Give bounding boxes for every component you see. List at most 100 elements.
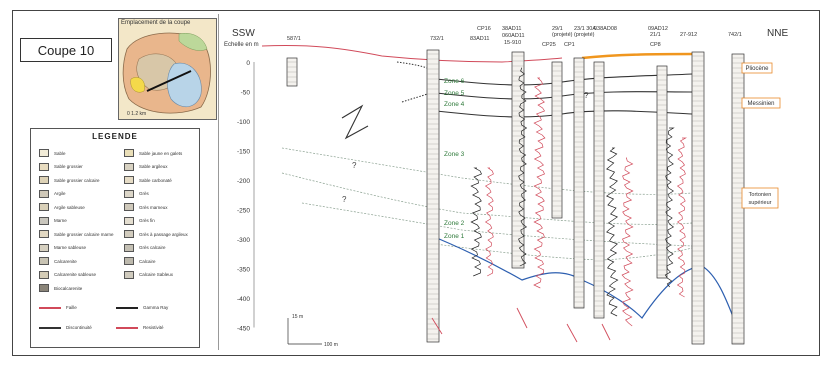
stage-label: Tortonien — [749, 192, 772, 198]
depth-tick-label: -100 — [237, 119, 250, 126]
legend-swatch — [39, 284, 49, 292]
zone-label: Zone 3 — [444, 151, 465, 158]
depth-tick-label: -400 — [237, 296, 250, 303]
vertical-scale-label: 15 m — [292, 314, 303, 320]
legend-item: Sable argileux — [124, 163, 168, 171]
zone-label: Zone 5 — [444, 90, 465, 97]
uncertain-mark: ? — [342, 195, 347, 204]
well-label: CP8 — [650, 42, 661, 48]
map-title: Emplacement de la coupe — [121, 20, 190, 26]
legend-symbol: Faille — [39, 305, 77, 310]
depth-tick-label: -200 — [237, 178, 250, 185]
legend-swatch — [39, 203, 49, 211]
legend-item-label: Sable — [54, 151, 66, 156]
legend-item: Grès à passage argileux — [124, 230, 188, 238]
well-label: 732/1 — [430, 36, 444, 42]
legend-swatch — [39, 149, 49, 157]
legend-item-label: Sable grossier calcaire — [54, 178, 100, 183]
legend-item-label: Sable carbonaté — [139, 178, 172, 183]
well-column — [574, 58, 584, 308]
resistivity-log — [486, 168, 494, 276]
legend-symbol: Gamma Ray — [116, 305, 168, 310]
well-column — [692, 52, 704, 344]
depth-tick-label: -300 — [237, 237, 250, 244]
nne-label: NNE — [767, 28, 788, 39]
legend-item: Grès marneux — [124, 203, 168, 211]
legend-swatch — [39, 163, 49, 171]
uncertain-mark: ? — [584, 91, 589, 100]
legend-item: Calcaire Sableux — [124, 271, 173, 279]
legend-item: Calcarenite — [39, 257, 77, 265]
fault-line — [567, 324, 577, 342]
legend-swatch — [124, 257, 134, 265]
stage-label: Messinien — [747, 101, 774, 107]
depth-tick-label: -450 — [237, 326, 250, 333]
resistivity-log — [678, 138, 686, 297]
well-label: 742/1 — [728, 32, 742, 38]
legend-symbol-label: Resistivité — [143, 325, 164, 330]
scale-label: Echelle en m — [224, 42, 259, 48]
well-label: (projeté) — [574, 32, 595, 38]
well-label: 038AD08 — [594, 26, 617, 32]
legend-item: Sable — [39, 149, 66, 157]
legend-item: Biocalcarenite — [39, 284, 82, 292]
section-title: Coupe 10 — [20, 38, 112, 62]
legend-item: Sable carbonaté — [124, 176, 172, 184]
zone-label: Zone 4 — [444, 101, 465, 108]
legend-swatch — [124, 244, 134, 252]
horizontal-scale-label: 100 m — [324, 342, 338, 348]
legend-item-label: Argile — [54, 191, 66, 196]
legend-item-label: Grès calcaire — [139, 245, 166, 250]
legend-item-label: Marne — [54, 218, 67, 223]
legend-item: Argile — [39, 190, 66, 198]
uncertain-horizon — [402, 94, 427, 102]
legend-item-label: Calcaire Sableux — [139, 272, 173, 277]
legend-swatch — [124, 230, 134, 238]
legend-swatch — [124, 176, 134, 184]
depth-tick-label: -150 — [237, 149, 250, 156]
well-column — [427, 50, 439, 342]
zone-label: Zone 6 — [444, 78, 465, 85]
well-label: 587/1 — [287, 36, 301, 42]
legend-item-label: Biocalcarenite — [54, 286, 82, 291]
pliocene-top-line — [582, 54, 692, 58]
legend-swatch — [39, 176, 49, 184]
uncertain-horizon — [397, 62, 427, 68]
well-label: 27-912 — [680, 32, 697, 38]
ssw-label: SSW — [232, 28, 255, 39]
well-label: CP16 — [477, 26, 491, 32]
well-label: CP1 — [564, 42, 575, 48]
legend-item-label: Marne sableuse — [54, 245, 86, 250]
legend-item-label: Sable argileux — [139, 164, 168, 169]
legend-swatch — [124, 190, 134, 198]
legend-swatch — [124, 149, 134, 157]
correlation-line — [302, 203, 692, 246]
legend-swatch — [39, 257, 49, 265]
well-label: CP25 — [542, 42, 556, 48]
break-symbol — [342, 106, 368, 138]
legend-item: Grès fin — [124, 217, 155, 225]
legend-swatch — [124, 271, 134, 279]
zone-label: Zone 1 — [444, 233, 465, 240]
legend-item: Argile sableuse — [39, 203, 85, 211]
legend-swatch — [39, 271, 49, 279]
legend-item: Marne — [39, 217, 67, 225]
legend-item: Calcarenite sableuse — [39, 271, 96, 279]
legend-symbol-line — [39, 327, 61, 329]
zone-label: Zone 2 — [444, 220, 465, 227]
panel-divider — [218, 14, 219, 350]
map-scale: 0 1.2 km — [127, 111, 146, 117]
fault-line — [517, 308, 527, 328]
well-column — [657, 66, 667, 278]
legend-swatch — [39, 230, 49, 238]
well-column — [594, 62, 604, 318]
legend-item: Sable grossier calcaire marne — [39, 230, 114, 238]
legend-item-label: Argile sableuse — [54, 205, 85, 210]
resistivity-log — [622, 158, 633, 326]
location-map: Emplacement de la coupe 0 1.2 km — [118, 18, 217, 120]
well-label: 21/1 — [650, 32, 661, 38]
legend-item-label: Sable jaune en galets — [139, 151, 182, 156]
